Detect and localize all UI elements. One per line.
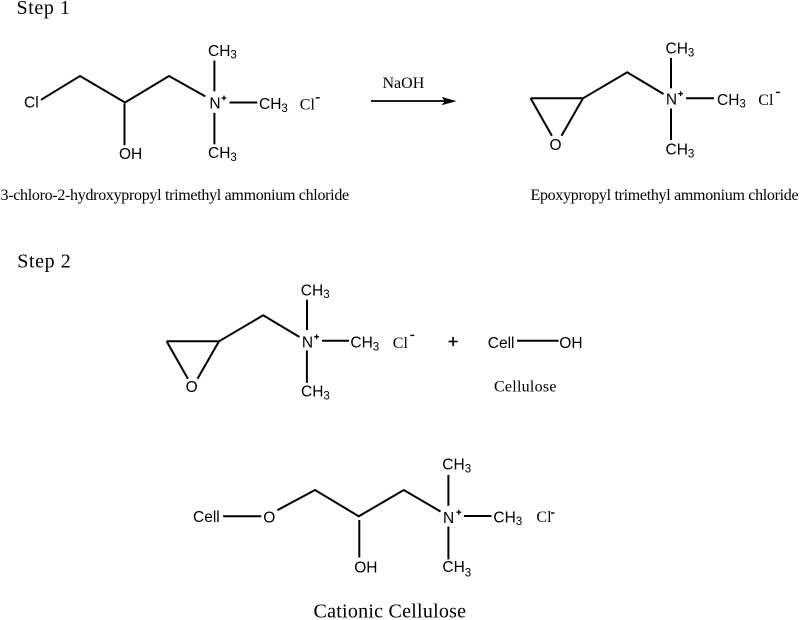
svg-text:Cl: Cl — [300, 96, 316, 113]
svg-text:NaOH: NaOH — [383, 75, 425, 92]
svg-text:Cl: Cl — [758, 92, 774, 109]
svg-text:CH3: CH3 — [666, 41, 695, 60]
svg-text:CH3: CH3 — [259, 96, 288, 115]
svg-text:N: N — [209, 96, 220, 113]
svg-text:CH3: CH3 — [666, 141, 695, 160]
svg-text:N: N — [443, 510, 454, 527]
svg-text:Cell: Cell — [488, 335, 515, 352]
svg-text:3-chloro-2-hydroxypropyl trime: 3-chloro-2-hydroxypropyl trimethyl ammon… — [1, 187, 350, 204]
svg-text:OH: OH — [119, 146, 142, 163]
svg-text:Epoxypropyl trimethyl ammonium: Epoxypropyl trimethyl ammonium chloride — [531, 187, 799, 204]
svg-text:OH: OH — [559, 335, 582, 352]
svg-text:CH3: CH3 — [442, 559, 471, 580]
svg-text:CH3: CH3 — [208, 145, 237, 164]
svg-text:OH: OH — [354, 559, 377, 576]
svg-text:O: O — [550, 137, 562, 154]
svg-text:O: O — [186, 379, 198, 396]
svg-text:Cell: Cell — [193, 509, 220, 526]
svg-text:CH3: CH3 — [301, 384, 330, 403]
svg-text:N: N — [302, 334, 313, 351]
svg-text:Cl: Cl — [536, 509, 552, 526]
svg-text:CH3: CH3 — [208, 43, 237, 62]
svg-text:CH3: CH3 — [350, 335, 379, 354]
svg-text:CH3: CH3 — [493, 509, 522, 528]
svg-text:Step 2: Step 2 — [17, 251, 71, 273]
svg-text:Cellulose: Cellulose — [494, 379, 557, 396]
svg-text:Cl: Cl — [24, 95, 39, 112]
svg-text:O: O — [263, 509, 275, 526]
svg-text:CH3: CH3 — [301, 282, 330, 301]
svg-text:Cationic Cellulose: Cationic Cellulose — [314, 601, 467, 620]
svg-text:CH3: CH3 — [442, 457, 471, 476]
svg-text:Cl: Cl — [393, 335, 409, 352]
svg-text:N: N — [666, 91, 677, 108]
svg-text:Step 1: Step 1 — [17, 0, 71, 19]
svg-text:CH3: CH3 — [717, 92, 746, 111]
